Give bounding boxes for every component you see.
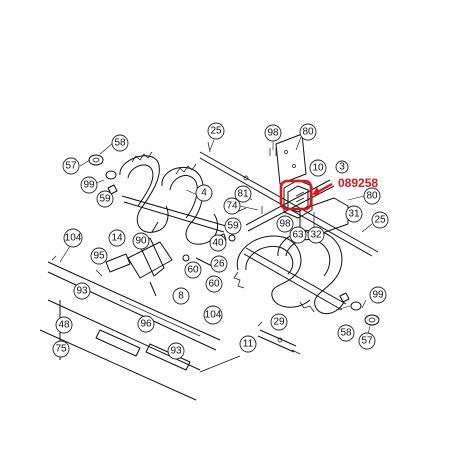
svg-text:48: 48 <box>58 320 70 331</box>
svg-text:99: 99 <box>372 290 384 301</box>
svg-text:93: 93 <box>170 346 182 357</box>
callout: 80 <box>363 187 381 205</box>
svg-text:31: 31 <box>348 209 360 220</box>
callout: 90 <box>132 232 150 250</box>
svg-text:98: 98 <box>267 128 279 139</box>
svg-text:75: 75 <box>55 344 67 355</box>
svg-text:58: 58 <box>114 138 126 149</box>
svg-text:29: 29 <box>273 317 285 328</box>
svg-text:14: 14 <box>111 233 123 244</box>
svg-text:57: 57 <box>361 336 373 347</box>
callout: 8 <box>172 287 190 305</box>
callout: 74 <box>223 197 241 215</box>
callout: 104 <box>203 305 223 325</box>
callout: 57 <box>62 157 80 175</box>
callout: 58 <box>111 134 129 152</box>
impeller-8 <box>127 221 173 297</box>
drive-shaft-29 <box>257 321 301 355</box>
svg-text:4: 4 <box>201 188 207 199</box>
callout: 59 <box>96 190 114 208</box>
callout: 60 <box>184 261 202 279</box>
svg-text:59: 59 <box>99 194 111 205</box>
auger-flight-right <box>233 229 347 315</box>
svg-text:8: 8 <box>178 291 184 302</box>
callout: 93 <box>73 282 91 300</box>
svg-text:80: 80 <box>302 127 314 138</box>
svg-text:58: 58 <box>340 328 352 339</box>
svg-text:74: 74 <box>226 201 238 212</box>
callout: 80 <box>299 123 317 141</box>
callout: 75 <box>52 340 70 358</box>
svg-text:104: 104 <box>205 310 222 321</box>
bearing-right <box>339 292 380 326</box>
callout: 57 <box>358 332 376 350</box>
plate-10 <box>275 133 307 185</box>
svg-text:98: 98 <box>279 219 291 230</box>
svg-text:32: 32 <box>310 230 322 241</box>
svg-text:3: 3 <box>339 162 345 173</box>
highlight-marker: 089258 <box>279 176 378 211</box>
callouts: 25 98 80 58 57 99 59 3 10 4 81 74 59 98 … <box>52 122 389 360</box>
svg-text:10: 10 <box>312 163 324 174</box>
bracket-14 <box>95 253 131 277</box>
callout: 96 <box>137 315 155 333</box>
svg-text:40: 40 <box>212 238 224 249</box>
callout: 99 <box>369 286 387 304</box>
callout: 25 <box>371 211 389 229</box>
gearbox <box>283 179 313 219</box>
svg-text:25: 25 <box>210 126 222 137</box>
auger-flight-left <box>119 151 227 245</box>
callout: 58 <box>337 324 355 342</box>
svg-text:95: 95 <box>93 251 105 262</box>
callout: 31 <box>345 205 363 223</box>
svg-text:11: 11 <box>243 339 254 350</box>
svg-text:59: 59 <box>227 221 239 232</box>
svg-text:26: 26 <box>213 259 225 270</box>
callout: 98 <box>276 215 294 233</box>
callout: 95 <box>90 247 108 265</box>
svg-text:104: 104 <box>65 233 82 244</box>
callout: 48 <box>55 316 73 334</box>
callout: 63 <box>289 226 307 244</box>
callout: 3 <box>335 160 349 174</box>
bearing-left <box>88 154 118 195</box>
bolts-center <box>182 233 236 267</box>
callout: 10 <box>309 159 327 177</box>
highlighted-part-number: 089258 <box>338 176 378 190</box>
svg-text:57: 57 <box>65 161 77 172</box>
callout: 26 <box>210 255 228 273</box>
callout: 32 <box>307 226 325 244</box>
svg-text:96: 96 <box>140 319 152 330</box>
callout: 25 <box>207 122 225 140</box>
callout: 60 <box>205 275 223 293</box>
svg-text:63: 63 <box>292 230 304 241</box>
svg-text:25: 25 <box>374 215 386 226</box>
callout: 40 <box>209 234 227 252</box>
svg-text:93: 93 <box>76 286 88 297</box>
callout: 81 <box>234 185 252 203</box>
callout: 99 <box>80 176 98 194</box>
auger-housing <box>39 255 241 401</box>
callout: 104 <box>63 228 83 248</box>
svg-text:60: 60 <box>187 265 199 276</box>
svg-text:80: 80 <box>366 191 378 202</box>
callout: 59 <box>224 217 242 235</box>
svg-text:60: 60 <box>208 279 220 290</box>
svg-text:90: 90 <box>135 236 147 247</box>
parts-drawing: 089258 <box>39 133 380 401</box>
callout: 11 <box>239 335 257 353</box>
svg-text:99: 99 <box>83 180 95 191</box>
callout: 29 <box>270 313 288 331</box>
svg-text:81: 81 <box>237 189 249 200</box>
callout: 93 <box>167 342 185 360</box>
callout: 98 <box>264 124 282 142</box>
callout: 4 <box>195 184 213 202</box>
callout: 14 <box>108 229 126 247</box>
